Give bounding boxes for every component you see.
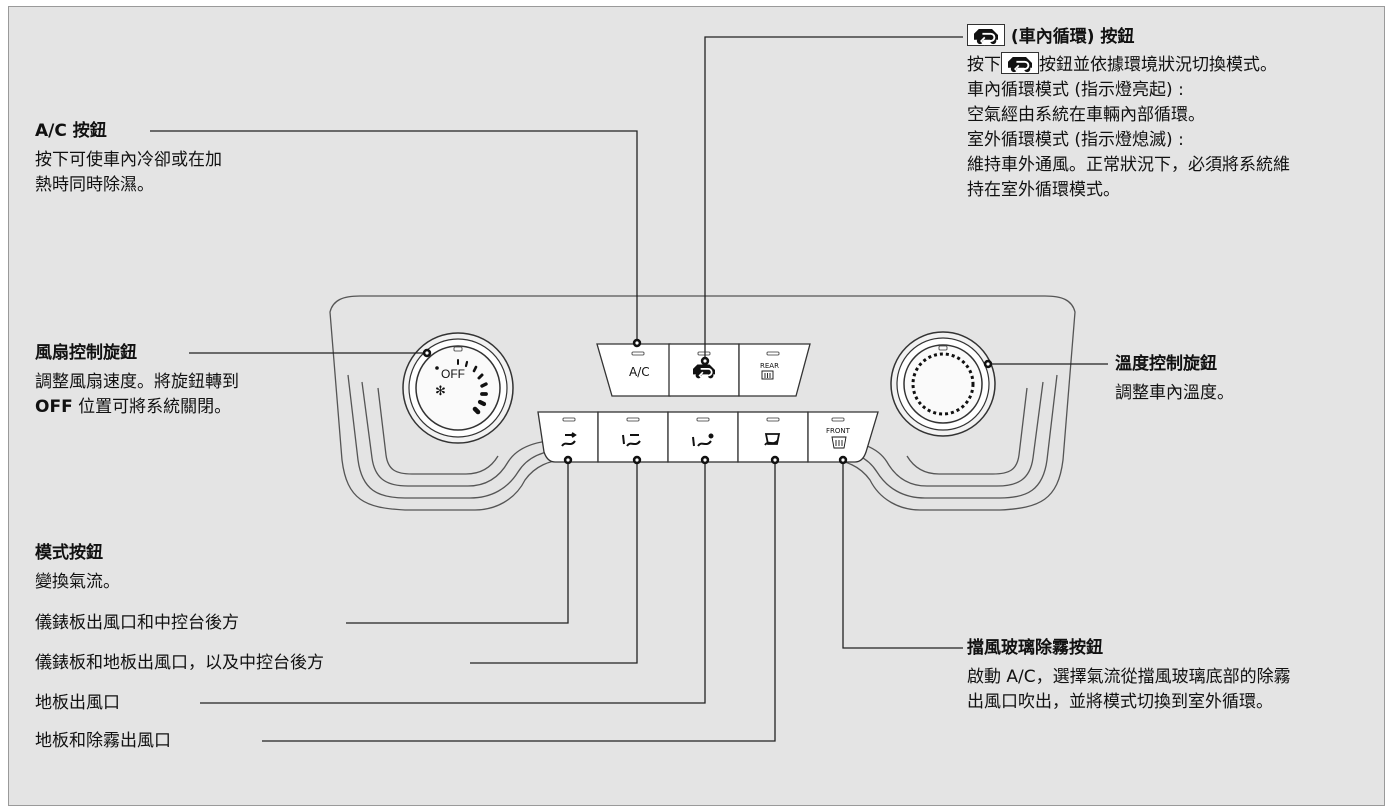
mode-button-floor-defrost[interactable] bbox=[737, 411, 809, 463]
front-defrost-icon bbox=[831, 436, 847, 449]
temperature-knob-title: 溫度控制旋鈕 bbox=[1115, 354, 1217, 374]
fan-desc-line: OFF 位置可將系統關閉。 bbox=[35, 395, 239, 420]
vent-floor-icon bbox=[692, 433, 714, 447]
top-button-row: A/C REAR bbox=[596, 343, 811, 397]
rear-defrost-icon bbox=[761, 370, 774, 380]
leader-mode-3 bbox=[200, 460, 706, 704]
mode-button-floor[interactable] bbox=[667, 411, 739, 463]
leader-defrost bbox=[842, 460, 963, 649]
fan-icon: ✻ bbox=[435, 384, 446, 399]
recirc-desc-line: 按下 按鈕並依據環境狀況切換模式。 bbox=[967, 52, 1290, 78]
callout-lines bbox=[150, 36, 1108, 742]
leader-mode-4 bbox=[262, 460, 776, 742]
front-label: FRONT bbox=[826, 427, 851, 435]
figure-background bbox=[8, 6, 1385, 806]
fan-knob-description: 調整風扇速度。將旋鈕轉到 OFF 位置可將系統關閉。 bbox=[35, 370, 239, 420]
recirculation-indicator bbox=[697, 351, 711, 356]
recirc-desc-line: 車內循環模式 (指示燈亮起) : bbox=[967, 80, 1184, 100]
mode-button-dash-floor-console[interactable] bbox=[597, 411, 669, 463]
fan-desc-rest: 位置可將系統關閉。 bbox=[72, 397, 232, 417]
leader-mode-2 bbox=[470, 460, 638, 664]
fan-off-label: OFF bbox=[441, 367, 465, 381]
rear-indicator bbox=[766, 351, 780, 356]
defrost-desc-line: 啟動 A/C，選擇氣流從擋風玻璃底部的除霧 bbox=[967, 667, 1291, 687]
mode-button-dash-console[interactable] bbox=[537, 411, 599, 463]
temperature-control-knob[interactable] bbox=[890, 331, 996, 437]
mode-item-floor: 地板出風口 bbox=[35, 693, 120, 713]
rear-label: REAR bbox=[760, 362, 779, 370]
leader-mode-1 bbox=[346, 460, 569, 624]
leader-ac bbox=[150, 130, 638, 344]
recirc-desc-line: 室外循環模式 (指示燈熄滅) : bbox=[967, 130, 1184, 150]
recirc-desc-after: 按鈕並依據環境狀況切換模式。 bbox=[1039, 55, 1277, 75]
fan-off-bold: OFF bbox=[35, 397, 73, 417]
defrost-button-description: 啟動 A/C，選擇氣流從擋風玻璃底部的除霧 出風口吹出，並將模式切換到室外循環。 bbox=[967, 665, 1291, 715]
recirc-desc-before: 按下 bbox=[967, 55, 1001, 75]
temperature-knob-description: 調整車內溫度。 bbox=[1115, 383, 1234, 403]
recirculation-car-icon bbox=[1001, 52, 1039, 74]
fan-knob-indicator bbox=[453, 346, 463, 352]
fan-control-knob[interactable]: OFF ✻ bbox=[402, 332, 514, 444]
mode-item-floor-defrost: 地板和除霧出風口 bbox=[35, 731, 171, 751]
vent-floor-defrost-icon bbox=[764, 433, 781, 446]
recirc-desc-line: 持在室外循環模式。 bbox=[967, 180, 1120, 200]
recirculation-button-title: (車內循環) 按鈕 bbox=[967, 24, 1134, 50]
recirc-desc-line: 空氣經由系統在車輛內部循環。 bbox=[967, 105, 1205, 125]
mode-buttons-title: 模式按鈕 bbox=[35, 543, 103, 563]
mode-item-dash-console: 儀錶板出風口和中控台後方 bbox=[35, 613, 239, 633]
recirc-desc-line: 維持車外通風。正常狀況下，必須將系統維 bbox=[967, 155, 1290, 175]
vent-dash-console-icon bbox=[561, 432, 577, 447]
leader-recirculation bbox=[704, 36, 963, 362]
mode-buttons-subtitle: 變換氣流。 bbox=[35, 572, 120, 592]
defrost-button-title: 擋風玻璃除霧按鈕 bbox=[967, 638, 1103, 658]
recirculation-title-text: (車內循環) 按鈕 bbox=[1010, 27, 1135, 47]
defrost-desc-line: 出風口吹出，並將模式切換到室外循環。 bbox=[967, 692, 1273, 712]
recirculation-car-icon bbox=[967, 24, 1005, 46]
fan-speed-scale bbox=[457, 359, 488, 415]
fan-desc-line: 調整風扇速度。將旋鈕轉到 bbox=[35, 372, 239, 392]
mode-button-row: FRONT bbox=[537, 411, 879, 463]
ac-desc-line: 按下可使車內冷卻或在加 bbox=[35, 150, 222, 170]
ac-desc-line: 熱時同時除濕。 bbox=[35, 175, 154, 195]
vent-dash-floor-icon bbox=[622, 434, 641, 447]
recirculation-button-description: 按下 按鈕並依據環境狀況切換模式。 車內循環模式 (指示燈亮起) : 空氣經由系統… bbox=[967, 52, 1290, 203]
mode-item-dash-floor-console: 儀錶板和地板出風口，以及中控台後方 bbox=[35, 653, 324, 673]
temperature-scale bbox=[911, 352, 975, 416]
ac-button-description: 按下可使車內冷卻或在加 熱時同時除濕。 bbox=[35, 148, 222, 198]
fan-knob-title: 風扇控制旋鈕 bbox=[35, 343, 137, 363]
rear-defrost-button[interactable] bbox=[738, 343, 811, 397]
ac-indicator bbox=[631, 351, 645, 356]
ac-label: A/C bbox=[629, 365, 650, 379]
ac-button-title: A/C 按鈕 bbox=[35, 121, 107, 141]
